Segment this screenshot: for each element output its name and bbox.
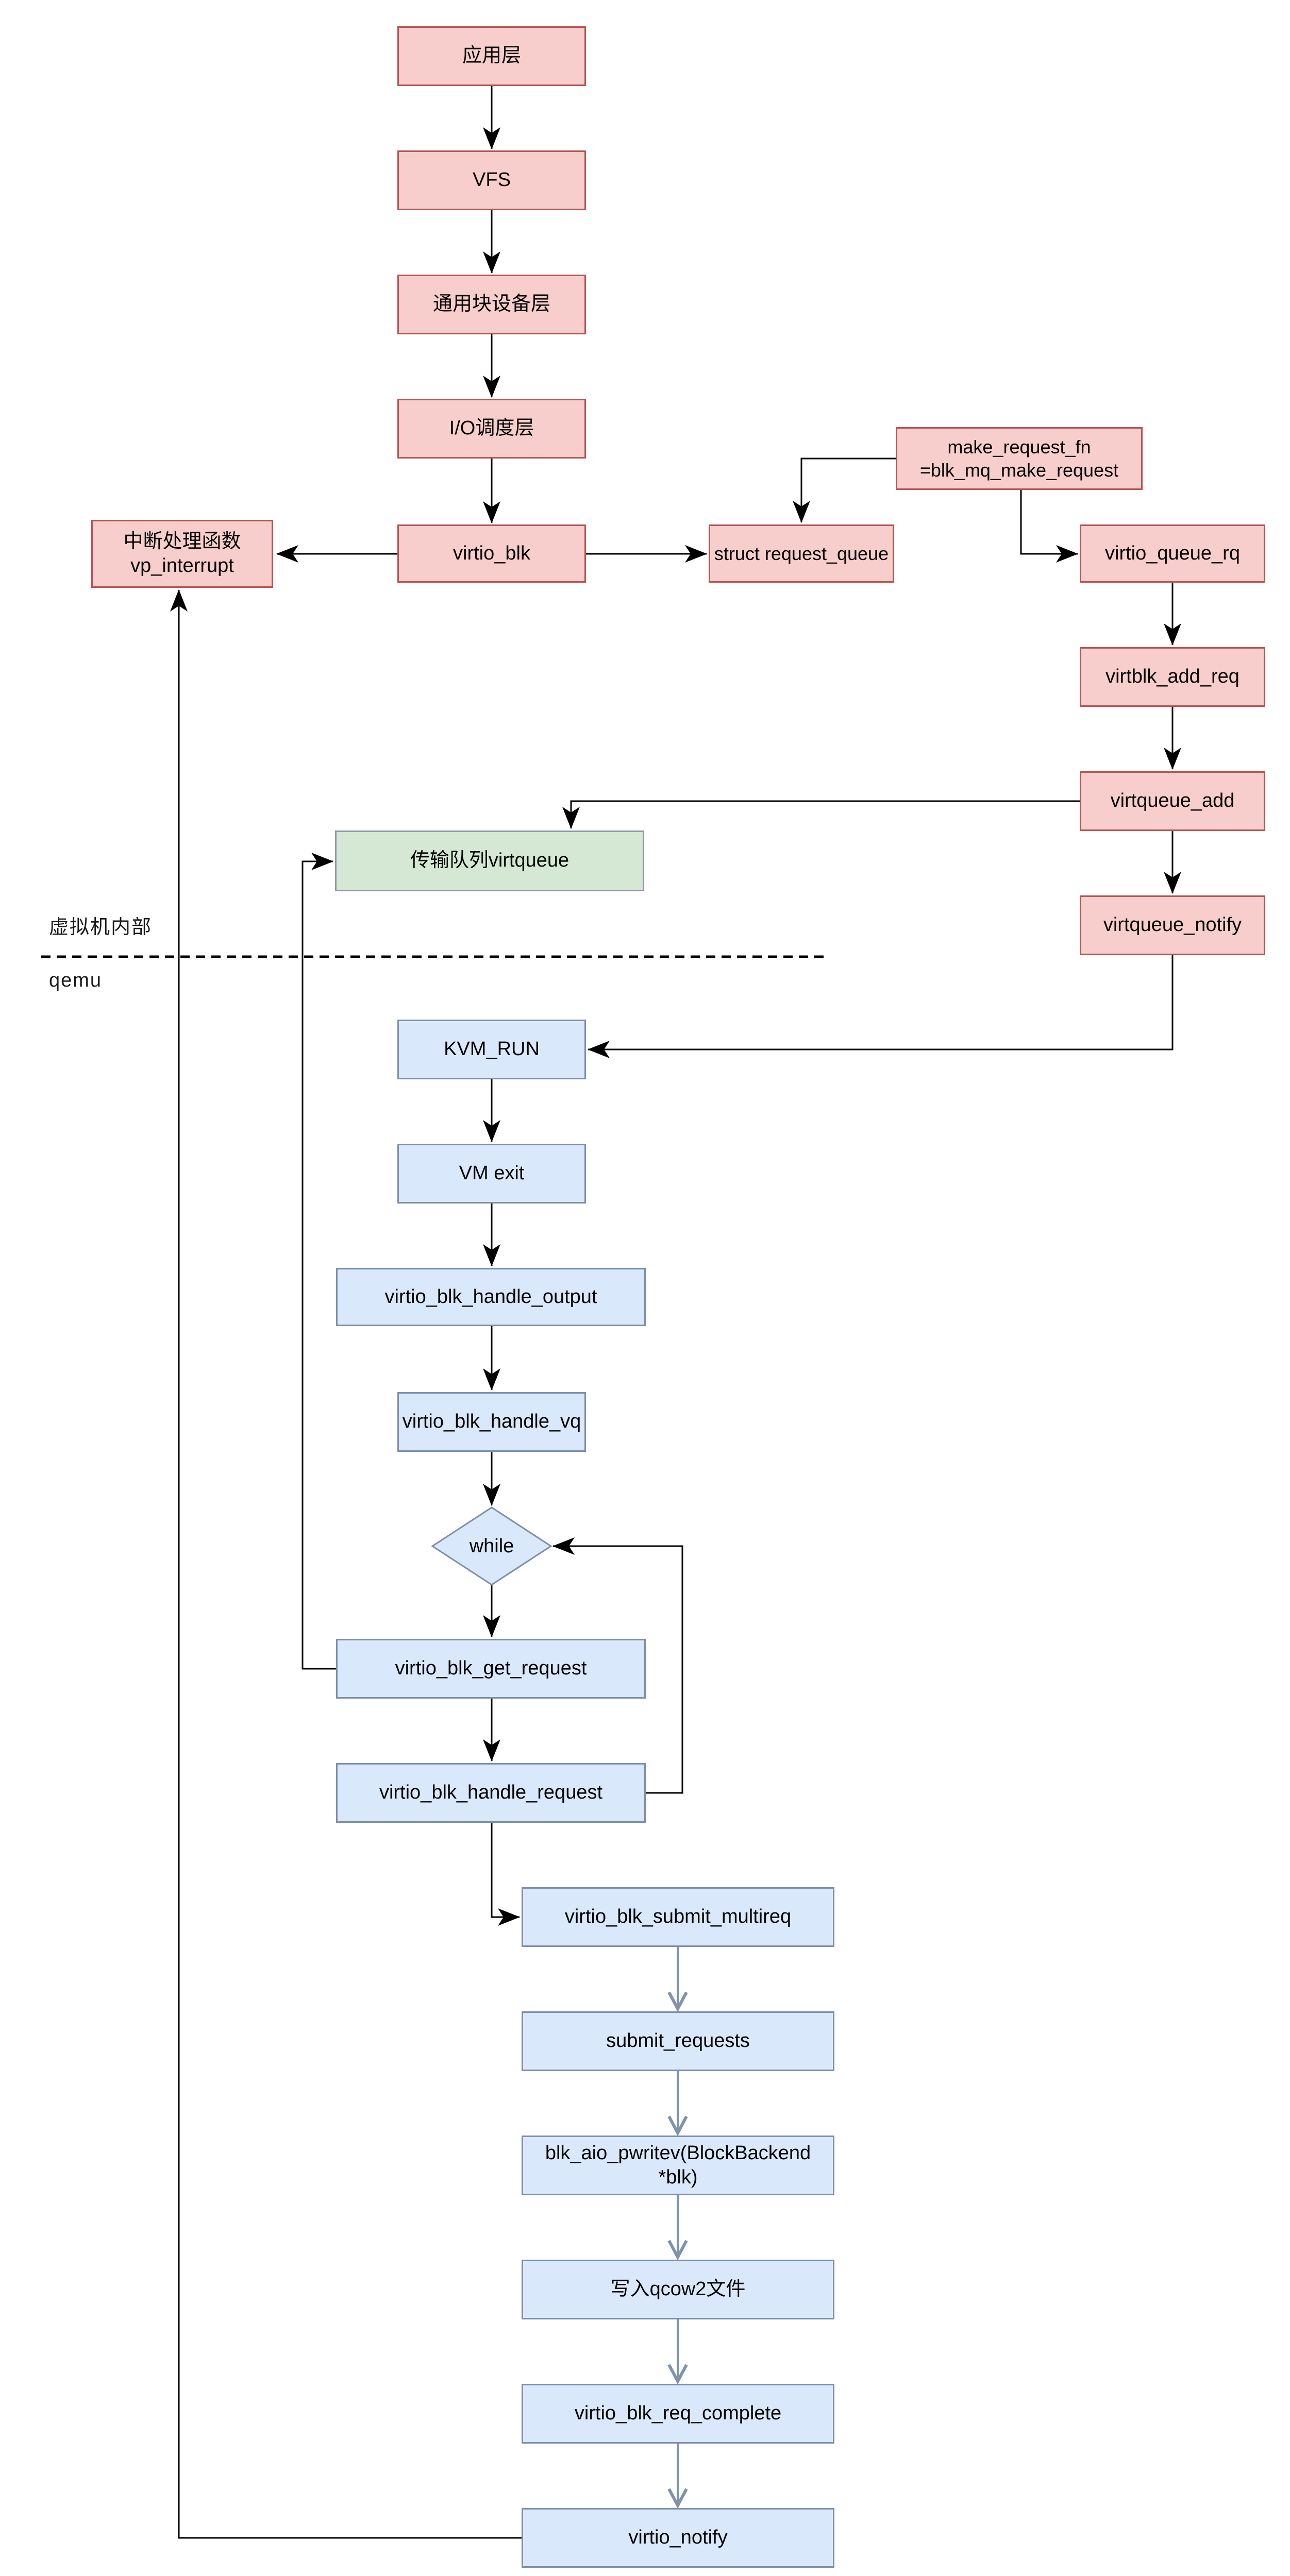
node-label: struct request_queue xyxy=(714,543,889,564)
node-label-line2: =blk_mq_make_request xyxy=(919,460,1119,481)
node-label-line1: make_request_fn xyxy=(947,436,1091,457)
edge-handlerequest-while-loop xyxy=(552,1537,683,1794)
node-label: while xyxy=(469,1535,514,1557)
node-io-scheduler-layer[interactable]: I/O调度层 xyxy=(397,399,586,459)
node-label: 应用层 xyxy=(462,45,521,67)
edge-handlerequest-submitmultireq xyxy=(491,1823,520,1926)
node-virtio-queue-rq[interactable]: virtio_queue_rq xyxy=(1080,524,1265,583)
edge-virtqueuenotify-kvmrun xyxy=(588,955,1174,1058)
node-label: virtio_blk xyxy=(453,542,530,564)
node-virtqueue[interactable]: 传输队列virtqueue xyxy=(335,831,644,891)
while-diamond-shape[interactable] xyxy=(431,1506,552,1586)
node-submit-requests[interactable]: submit_requests xyxy=(522,2011,834,2071)
node-kvm-run[interactable]: KVM_RUN xyxy=(397,1020,586,1079)
node-virtio-notify[interactable]: virtio_notify xyxy=(522,2508,834,2568)
node-label: virtqueue_notify xyxy=(1103,914,1242,936)
node-blk-aio-pwritev[interactable]: blk_aio_pwritev(BlockBackend *blk) xyxy=(522,2136,834,2195)
node-virtio-blk-req-complete[interactable]: virtio_blk_req_complete xyxy=(522,2384,834,2444)
edge-makerequestfn-virtioqueuerq xyxy=(1020,490,1078,563)
node-label: virtqueue_add xyxy=(1110,790,1235,812)
node-label: VFS xyxy=(473,169,511,191)
node-write-qcow2[interactable]: 写入qcow2文件 xyxy=(522,2260,834,2319)
node-virtio-blk-submit-multireq[interactable]: virtio_blk_submit_multireq xyxy=(522,1887,834,1947)
node-label: virtio_notify xyxy=(628,2527,728,2549)
node-label: virtio_blk_get_request xyxy=(395,1657,587,1680)
node-label: VM exit xyxy=(459,1162,525,1184)
node-label: virtio_queue_rq xyxy=(1105,542,1240,564)
node-label: virtio_blk_submit_multireq xyxy=(564,1906,792,1928)
qemu-region-label: qemu xyxy=(49,970,103,991)
node-label: blk_aio_pwritev(BlockBackend *blk) xyxy=(545,2142,811,2189)
edge-virtqueueadd-virtqueue xyxy=(562,800,1080,829)
black-edges xyxy=(170,86,1181,2539)
node-label: I/O调度层 xyxy=(449,417,534,439)
node-label: virtio_blk_handle_output xyxy=(384,1285,597,1308)
edge-virtionotify-vpinterrupt xyxy=(170,589,522,2539)
node-virtio-blk[interactable]: virtio_blk xyxy=(397,524,586,583)
node-label: virtio_blk_handle_vq xyxy=(402,1411,581,1433)
node-virtqueue-add[interactable]: virtqueue_add xyxy=(1080,771,1265,831)
node-make-request-fn[interactable]: make_request_fn =blk_mq_make_request xyxy=(896,427,1143,490)
node-virtio-blk-handle-vq[interactable]: virtio_blk_handle_vq xyxy=(397,1392,586,1452)
edge-getrequest-virtqueue xyxy=(301,853,336,1670)
node-virtio-blk-handle-request[interactable]: virtio_blk_handle_request xyxy=(336,1763,646,1823)
node-vm-exit[interactable]: VM exit xyxy=(397,1144,586,1204)
node-virtio-blk-handle-output[interactable]: virtio_blk_handle_output xyxy=(336,1268,646,1326)
node-struct-request-queue[interactable]: struct request_queue xyxy=(709,524,894,583)
node-label: 写入qcow2文件 xyxy=(610,2278,746,2300)
guest-region-label: 虚拟机内部 xyxy=(49,917,153,938)
node-while-label[interactable]: while xyxy=(432,1507,551,1585)
node-generic-block-layer[interactable]: 通用块设备层 xyxy=(397,275,586,334)
node-label: 传输队列virtqueue xyxy=(410,850,569,872)
node-label: submit_requests xyxy=(606,2030,750,2052)
node-label: virtblk_add_req xyxy=(1105,666,1239,688)
node-label: virtio_blk_handle_request xyxy=(379,1782,603,1804)
node-vp-interrupt[interactable]: 中断处理函数 vp_interrupt xyxy=(91,520,273,588)
node-virtqueue-notify[interactable]: virtqueue_notify xyxy=(1080,895,1265,955)
node-label: KVM_RUN xyxy=(444,1038,540,1060)
node-virtblk-add-req[interactable]: virtblk_add_req xyxy=(1080,647,1265,707)
node-vfs[interactable]: VFS xyxy=(397,150,586,210)
node-label-line2: vp_interrupt xyxy=(130,555,234,577)
edge-makerequestfn-requestqueue xyxy=(793,457,896,523)
node-label: virtio_blk_req_complete xyxy=(574,2402,782,2425)
node-label: 通用块设备层 xyxy=(432,293,550,315)
node-app-layer[interactable]: 应用层 xyxy=(397,26,586,86)
node-virtio-blk-get-request[interactable]: virtio_blk_get_request xyxy=(336,1639,646,1699)
node-label-line1: 中断处理函数 xyxy=(123,530,241,552)
